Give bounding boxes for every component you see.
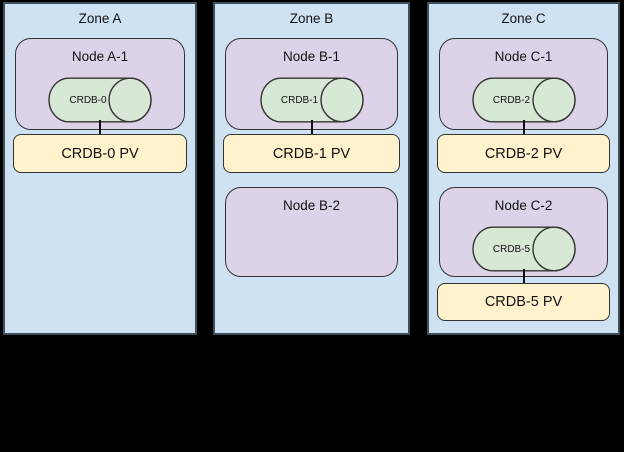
zone-a: Zone A Node A-1 CRDB-0 CRDB-0 PV	[3, 2, 197, 335]
node-c-2-title: Node C-2	[494, 198, 553, 213]
pv-crdb-0-label: CRDB-0 PV	[61, 145, 139, 162]
node-b-1: Node B-1 CRDB-1	[225, 38, 398, 130]
database-cylinder-icon	[471, 77, 576, 123]
connector-line	[99, 120, 101, 136]
zone-c-title: Zone C	[501, 11, 546, 26]
node-a-1-title: Node A-1	[71, 49, 129, 64]
connector-line	[310, 120, 313, 136]
zone-b: Zone B Node B-1 CRDB-1 CRDB-1 PV Node B-…	[213, 2, 410, 335]
pod-crdb-0: CRDB-0	[48, 77, 152, 123]
database-cylinder-icon	[48, 77, 152, 123]
pod-crdb-2: CRDB-2	[471, 77, 576, 123]
pv-crdb-1: CRDB-1 PV	[223, 134, 400, 173]
connector-line	[522, 120, 525, 136]
node-b-2: Node B-2	[225, 187, 398, 277]
pv-crdb-0: CRDB-0 PV	[13, 134, 187, 173]
database-cylinder-icon	[471, 226, 576, 272]
node-c-1-title: Node C-1	[494, 49, 553, 64]
pod-crdb-5: CRDB-5	[471, 226, 576, 272]
node-b-1-title: Node B-1	[282, 49, 341, 64]
pv-crdb-2: CRDB-2 PV	[437, 134, 610, 173]
zone-b-title: Zone B	[289, 11, 334, 26]
pod-crdb-1: CRDB-1	[259, 77, 364, 123]
zone-a-title: Zone A	[78, 11, 122, 26]
node-b-2-title: Node B-2	[282, 198, 341, 213]
node-c-1: Node C-1 CRDB-2	[439, 38, 608, 130]
pod-crdb-2-label: CRDB-2	[492, 94, 531, 106]
pv-crdb-2-label: CRDB-2 PV	[484, 145, 563, 162]
pv-crdb-5-label: CRDB-5 PV	[484, 294, 563, 310]
pod-crdb-5-label: CRDB-5	[492, 243, 531, 255]
pv-crdb-1-label: CRDB-1 PV	[272, 145, 351, 162]
connector-line	[522, 269, 525, 285]
database-cylinder-icon	[259, 77, 364, 123]
pod-crdb-0-label: CRDB-0	[69, 94, 107, 106]
zone-c: Zone C Node C-1 CRDB-2 CRDB-2 PV Node C-…	[427, 2, 620, 335]
pod-crdb-1-label: CRDB-1	[280, 94, 319, 106]
node-c-2: Node C-2 CRDB-5	[439, 187, 608, 277]
pv-crdb-5: CRDB-5 PV	[437, 283, 610, 321]
node-a-1: Node A-1 CRDB-0	[15, 38, 185, 130]
